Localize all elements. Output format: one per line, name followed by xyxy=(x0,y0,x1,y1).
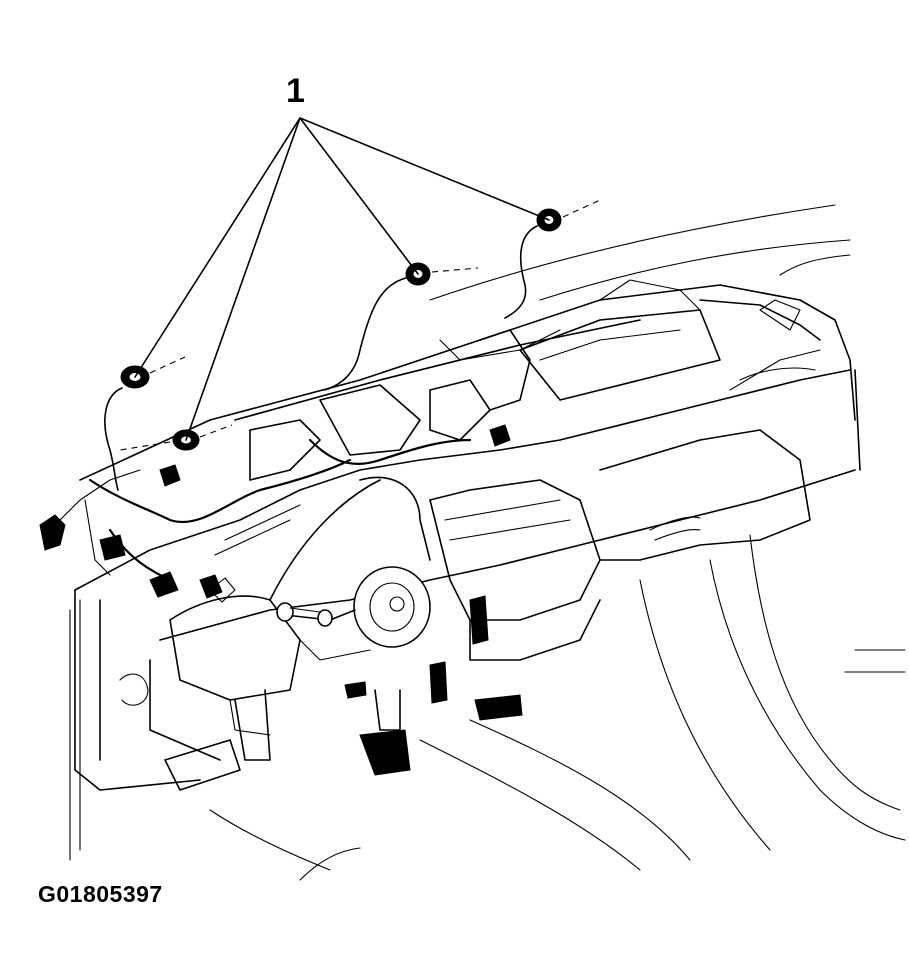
body-outline xyxy=(69,204,906,881)
dash-top xyxy=(79,279,856,481)
component-1-d xyxy=(504,199,601,319)
callout-number-label: 1 xyxy=(286,72,305,110)
wiring-harness xyxy=(39,329,531,776)
instrument-panel-body xyxy=(74,369,861,791)
component-1-b xyxy=(119,424,233,451)
figure-id-label: G01805397 xyxy=(38,881,163,907)
callout-leader-lines xyxy=(134,117,550,441)
component-1-c xyxy=(324,262,479,391)
